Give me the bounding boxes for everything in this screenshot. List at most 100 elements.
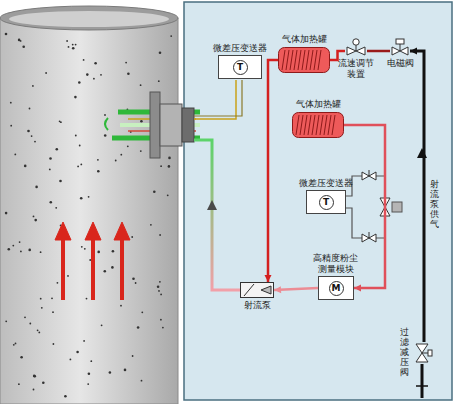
gas-heater: 气体加热罐	[278, 47, 330, 73]
flow-direction-arrow	[207, 200, 217, 210]
dust-dot	[33, 216, 35, 218]
duct	[0, 6, 178, 404]
dust-dot	[12, 245, 14, 247]
dust-dot	[66, 40, 68, 42]
dust-dot	[97, 251, 100, 254]
dust-dot	[20, 251, 22, 253]
valve-actuator	[392, 202, 402, 212]
dust-dot	[88, 372, 91, 375]
tap-line	[346, 208, 385, 238]
dust-dot	[60, 121, 62, 123]
heater-coil	[300, 115, 303, 135]
dust-dot	[88, 196, 90, 198]
supply-line	[421, 364, 424, 398]
pump-divider	[244, 284, 254, 296]
dust-dot	[140, 120, 143, 123]
component-symbol: M	[329, 281, 344, 296]
valve-symbol	[416, 353, 428, 362]
heater-body	[293, 113, 344, 138]
dust-dot	[170, 35, 172, 37]
dust-dot	[68, 46, 70, 48]
dust-dot	[127, 145, 129, 147]
dust-dot	[5, 212, 8, 215]
heater-coil	[314, 50, 317, 70]
flow-valve-icon	[345, 38, 367, 56]
flow-arrow-head	[114, 222, 130, 240]
dust-dot	[13, 344, 15, 346]
flange-body	[160, 104, 182, 146]
filter-valve-icon	[412, 342, 432, 364]
flange-cap	[182, 108, 194, 142]
solenoid-coil	[396, 39, 404, 44]
heater-coil	[308, 115, 311, 135]
heater-coil	[312, 115, 315, 135]
dust-dot	[49, 169, 51, 171]
valve-stem	[369, 232, 370, 238]
dust-dot	[40, 298, 42, 300]
pipe-connector	[274, 286, 318, 293]
dust-dot	[111, 266, 114, 269]
dust-dot	[14, 154, 16, 156]
flow-arrow	[120, 238, 124, 300]
heater-coil	[296, 115, 299, 135]
line-label: 射流泵供气	[430, 180, 439, 229]
dust-dot	[167, 194, 169, 196]
return-line	[194, 140, 240, 290]
dust-particles	[5, 33, 172, 398]
dust-dot	[24, 316, 26, 318]
dust-dot	[5, 33, 8, 36]
dust-dot	[70, 359, 72, 361]
pump-nozzle	[261, 286, 271, 294]
dust-dot	[45, 72, 47, 74]
instrument-panel	[184, 2, 452, 400]
dust-dot	[150, 224, 152, 226]
valve-symbol	[362, 234, 369, 242]
dust-dot	[160, 319, 162, 321]
dust-dot	[29, 108, 31, 110]
duct-opening	[9, 11, 169, 27]
probe	[105, 92, 200, 158]
arrow-head	[274, 286, 281, 293]
component-label: 射流泵	[244, 300, 271, 311]
dust-dot	[27, 130, 30, 133]
valve-symbol	[356, 47, 365, 55]
heater-coil	[324, 115, 327, 135]
valve-symbol	[369, 172, 376, 180]
dust-dot	[104, 134, 107, 137]
solenoid-valve-icon	[390, 38, 410, 56]
dust-dot	[132, 277, 135, 280]
dust-dot	[141, 380, 143, 382]
jet-pump: 射流泵	[240, 282, 274, 298]
dust-dot	[112, 250, 115, 253]
pipe-line	[268, 60, 278, 282]
heater-coil	[298, 50, 301, 70]
heater-coil	[282, 50, 285, 70]
dust-dot	[72, 44, 74, 46]
dust-dot	[86, 73, 89, 76]
valve-symbol	[416, 344, 428, 353]
dust-dot	[120, 154, 122, 156]
duct-top	[0, 6, 178, 30]
dust-dot	[75, 44, 77, 46]
dust-dot	[34, 375, 37, 378]
dust-dot	[79, 145, 81, 147]
heater-coil	[290, 50, 293, 70]
component-label: 过滤减压阀	[400, 328, 409, 377]
dust-dot	[115, 160, 117, 162]
heater-coil	[310, 50, 313, 70]
probe-tip	[105, 118, 108, 130]
sample-line	[194, 124, 292, 127]
heater-coil	[294, 50, 297, 70]
component-label: 电磁阀	[387, 58, 414, 69]
dust-dot	[120, 305, 122, 307]
component-symbol: T	[233, 60, 248, 75]
gas-heater: 气体加热罐	[292, 112, 344, 138]
dust-dot	[160, 294, 162, 296]
dust-dot	[100, 74, 102, 76]
valve-symbol	[392, 47, 400, 55]
heater-coil	[318, 50, 321, 70]
dust-dot	[64, 395, 67, 398]
flange	[150, 92, 160, 158]
dust-dot	[168, 157, 171, 160]
arrow-head	[410, 48, 417, 55]
